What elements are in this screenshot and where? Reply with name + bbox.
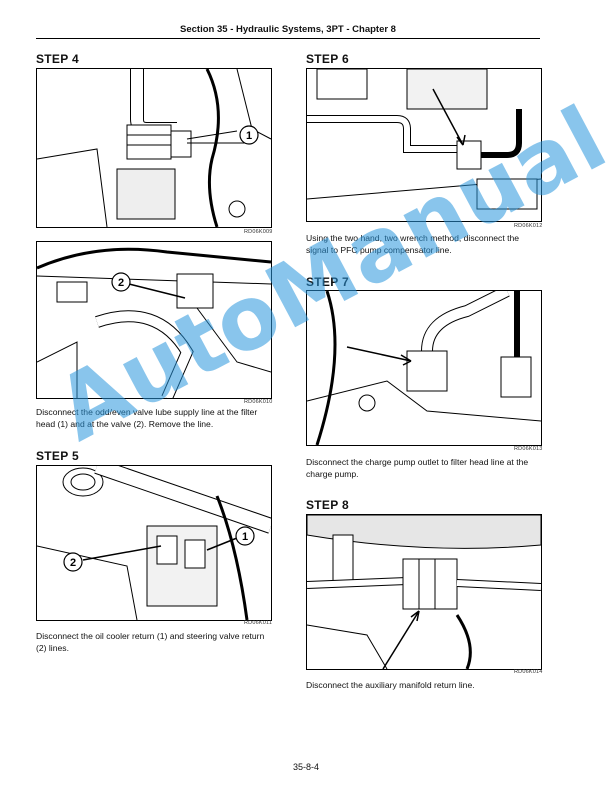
callout-2: 2 <box>70 557 76 569</box>
step-6-caption: Using the two hand, two wrench method, d… <box>306 233 520 255</box>
callout-1: 1 <box>246 130 252 142</box>
step-8-caption: Disconnect the auxiliary manifold return… <box>306 680 475 690</box>
figure-id: RD06K011 <box>244 620 273 626</box>
hydraulic-fitting-illustration: 1 <box>37 69 271 227</box>
step-8-heading: STEP 8 <box>306 498 349 512</box>
step-4-caption: Disconnect the odd/even valve lube suppl… <box>36 407 258 429</box>
page-header: Section 35 - Hydraulic Systems, 3PT - Ch… <box>36 24 540 39</box>
figure-id: RD06K014 <box>514 669 543 675</box>
step-7-heading: STEP 7 <box>306 275 349 289</box>
figure-id: RD06K010 <box>244 399 273 405</box>
step-4-heading: STEP 4 <box>36 52 79 66</box>
auxiliary-manifold-illustration <box>307 515 541 669</box>
page-number: 35-8-4 <box>292 762 319 772</box>
figure-id: RD06K012 <box>514 223 543 229</box>
figure-rd06k012 <box>306 68 542 222</box>
figure-rd06k013 <box>306 290 542 446</box>
return-lines-illustration: 1 2 <box>37 466 271 620</box>
figure-rd06k011: 1 2 <box>36 465 272 621</box>
step-7-caption: Disconnect the charge pump outlet to fil… <box>306 457 529 479</box>
figure-id: RD06K013 <box>514 446 543 452</box>
pfc-signal-line-illustration <box>307 69 541 210</box>
step-6-heading: STEP 6 <box>306 52 349 66</box>
step-5-heading: STEP 5 <box>36 449 79 463</box>
figure-rd06k009: 1 <box>36 68 272 228</box>
step-5-caption: Disconnect the oil cooler return (1) and… <box>36 631 265 653</box>
figure-rd06k014 <box>306 514 542 670</box>
valve-line-illustration: 2 <box>37 247 271 398</box>
figure-id: RD06K009 <box>244 229 273 235</box>
charge-pump-illustration <box>307 291 541 445</box>
callout-1: 1 <box>242 531 248 543</box>
callout-2: 2 <box>118 277 124 289</box>
figure-rd06k010: 2 <box>36 241 272 399</box>
